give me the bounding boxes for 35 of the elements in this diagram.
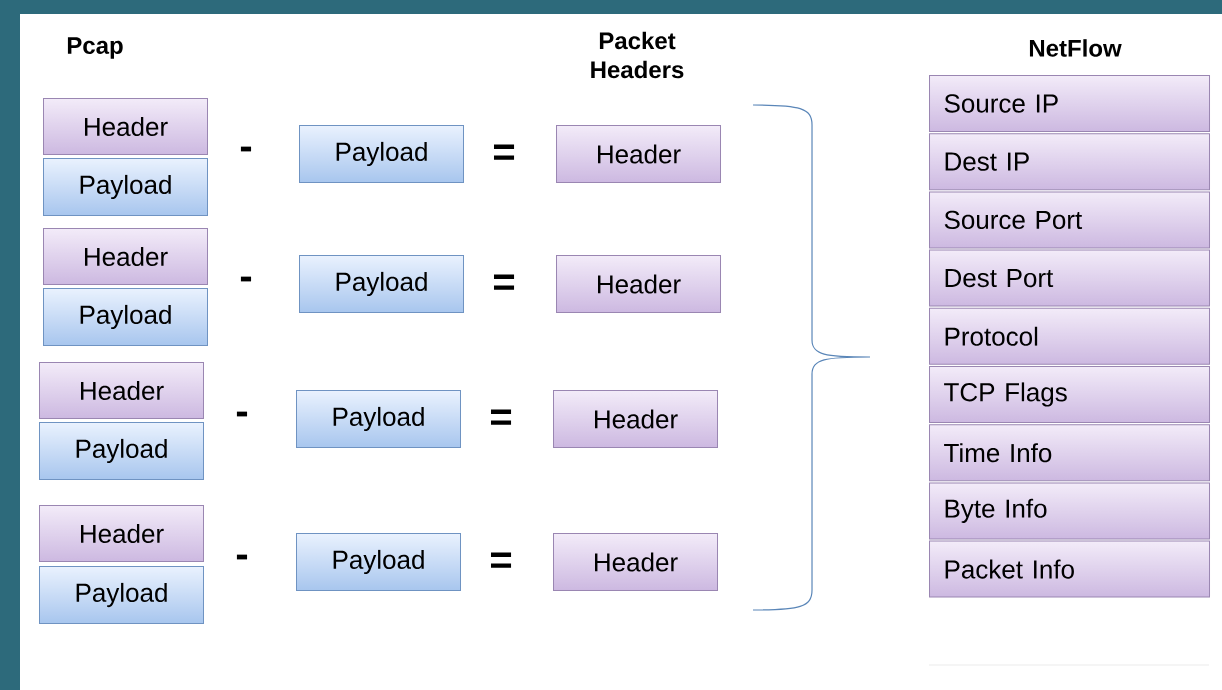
minus-sign: -: [236, 554, 248, 560]
field-box: Source IP: [929, 75, 1210, 132]
payload-box: Payload: [299, 255, 464, 313]
header-box: Header: [553, 390, 718, 448]
field-box: Dest IP: [929, 133, 1210, 191]
minus-sign: -: [240, 146, 252, 152]
equals-sign: =: [494, 274, 515, 290]
field-box: Source Port: [929, 191, 1210, 249]
header-box: Header: [43, 228, 208, 285]
header-box: Header: [39, 505, 204, 562]
payload-box: Payload: [296, 533, 461, 591]
payload-box: Payload: [43, 158, 208, 216]
column-heading: Packet Headers: [591, 31, 684, 79]
payload-box: Payload: [296, 390, 461, 448]
minus-sign: -: [240, 276, 252, 282]
payload-box: Payload: [43, 288, 208, 346]
header-box: Header: [39, 362, 204, 419]
column-heading: Pcap: [67, 37, 123, 59]
equals-sign: =: [494, 144, 515, 160]
field-box: Time Info: [929, 424, 1210, 482]
field-box: Dest Port: [929, 249, 1210, 307]
equals-sign: =: [491, 552, 512, 568]
header-box: Header: [556, 125, 721, 183]
field-box: TCP Flags: [929, 366, 1210, 423]
equals-sign: =: [491, 409, 512, 425]
payload-box: Payload: [39, 566, 204, 624]
header-box: Header: [556, 255, 721, 313]
minus-sign: -: [236, 411, 248, 417]
field-box: Packet Info: [929, 540, 1210, 598]
payload-box: Payload: [299, 125, 464, 183]
field-box: Protocol: [929, 307, 1210, 365]
field-box: Byte Info: [929, 482, 1210, 540]
header-box: Header: [553, 533, 718, 591]
header-box: Header: [43, 98, 208, 155]
payload-box: Payload: [39, 422, 204, 480]
